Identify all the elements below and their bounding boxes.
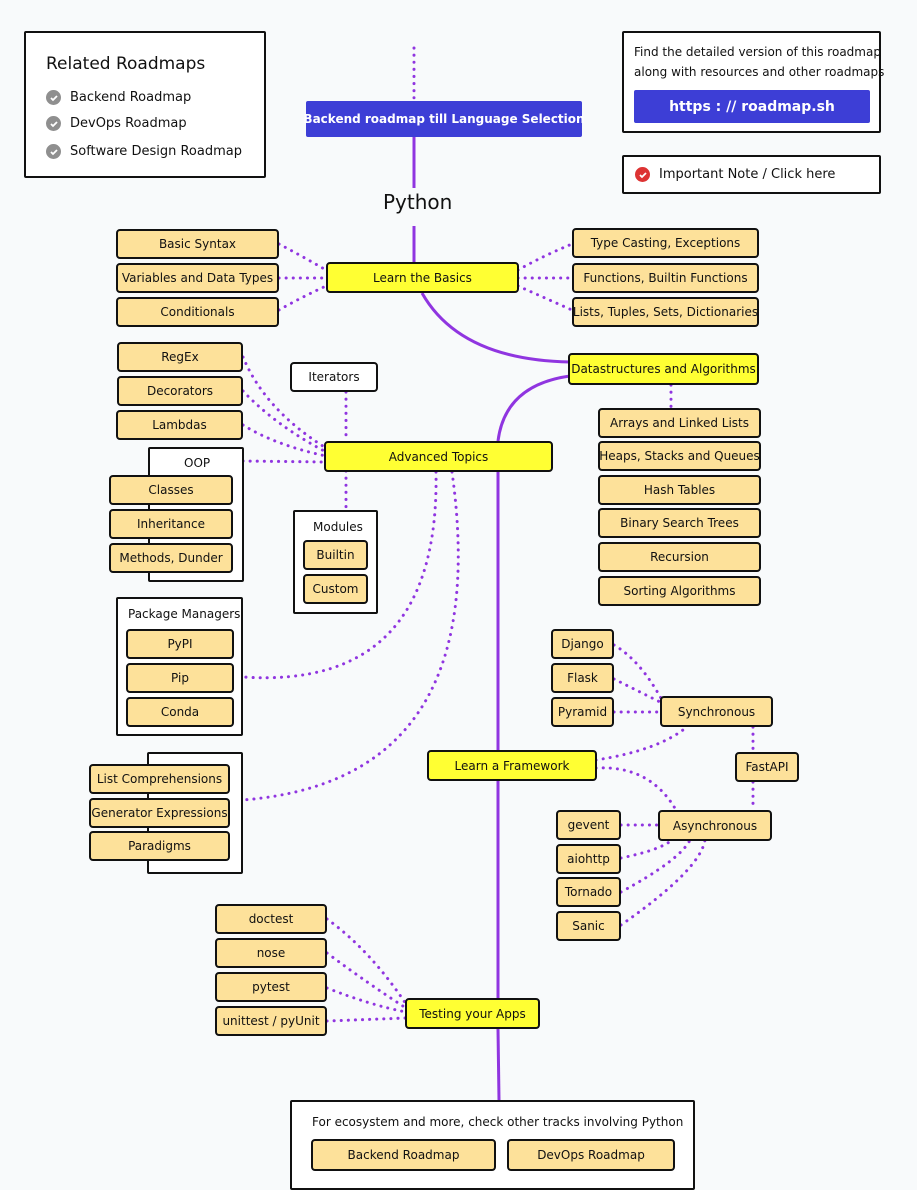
roadmap-link-button[interactable]: https : // roadmap.sh (634, 90, 870, 123)
lambdas-node[interactable]: Lambdas (116, 410, 243, 440)
conditionals-node[interactable]: Conditionals (116, 297, 279, 327)
doctest-node[interactable]: doctest (215, 904, 327, 934)
builtin-modules-node[interactable]: Builtin (303, 540, 368, 570)
related-item-devops[interactable]: DevOps Roadmap (46, 116, 187, 131)
package-managers-title: Package Managers (128, 607, 241, 621)
fastapi-node[interactable]: FastAPI (735, 752, 799, 782)
dsa-item[interactable]: Heaps, Stacks and Queues (598, 441, 761, 471)
unittest-node[interactable]: unittest / pyUnit (215, 1006, 327, 1036)
pytest-node[interactable]: pytest (215, 972, 327, 1002)
related-item-label: DevOps Roadmap (70, 116, 187, 131)
aiohttp-node[interactable]: aiohttp (556, 844, 621, 874)
methods-dunder-node[interactable]: Methods, Dunder (109, 543, 233, 573)
functions-node[interactable]: Functions, Builtin Functions (572, 263, 759, 293)
custom-modules-node[interactable]: Custom (303, 574, 368, 604)
related-roadmaps-panel (24, 31, 266, 178)
classes-node[interactable]: Classes (109, 475, 233, 505)
synchronous-node[interactable]: Synchronous (660, 696, 773, 727)
modules-title: Modules (313, 520, 363, 534)
asynchronous-node[interactable]: Asynchronous (658, 810, 772, 841)
important-note-label: Important Note / Click here (659, 167, 836, 182)
related-item-label: Software Design Roadmap (70, 144, 242, 159)
learn-basics-node[interactable]: Learn the Basics (326, 262, 519, 293)
check-icon (46, 90, 61, 105)
paradigms-node[interactable]: Paradigms (89, 831, 230, 861)
dsa-item[interactable]: Sorting Algorithms (598, 576, 761, 606)
variables-datatypes-node[interactable]: Variables and Data Types (116, 263, 279, 293)
sanic-node[interactable]: Sanic (556, 911, 621, 941)
advanced-topics-node[interactable]: Advanced Topics (324, 441, 553, 472)
iterators-node[interactable]: Iterators (290, 362, 378, 392)
important-note[interactable]: Important Note / Click here (635, 167, 835, 182)
important-note-panel[interactable] (622, 155, 881, 194)
generator-expressions-node[interactable]: Generator Expressions (89, 798, 230, 828)
conda-node[interactable]: Conda (126, 697, 234, 727)
backend-roadmap-button[interactable]: Backend Roadmap (311, 1139, 496, 1171)
nose-node[interactable]: nose (215, 938, 327, 968)
learn-framework-node[interactable]: Learn a Framework (427, 750, 597, 781)
info-line-1: Find the detailed version of this roadma… (634, 45, 881, 59)
django-node[interactable]: Django (551, 629, 614, 659)
type-casting-node[interactable]: Type Casting, Exceptions (572, 228, 759, 258)
related-item-backend[interactable]: Backend Roadmap (46, 90, 191, 105)
flask-node[interactable]: Flask (551, 663, 614, 693)
related-item-software-design[interactable]: Software Design Roadmap (46, 144, 242, 159)
info-line-2: along with resources and other roadmaps (634, 65, 885, 79)
dsa-item[interactable]: Recursion (598, 542, 761, 572)
basic-syntax-node[interactable]: Basic Syntax (116, 229, 279, 259)
gevent-node[interactable]: gevent (556, 810, 621, 840)
related-item-label: Backend Roadmap (70, 90, 192, 105)
python-title: Python (383, 190, 453, 214)
tornado-node[interactable]: Tornado (556, 877, 621, 907)
pypi-node[interactable]: PyPI (126, 629, 234, 659)
check-icon (46, 144, 61, 159)
regex-node[interactable]: RegEx (117, 342, 243, 372)
decorators-node[interactable]: Decorators (117, 376, 243, 406)
testing-apps-node[interactable]: Testing your Apps (405, 998, 540, 1029)
check-icon (46, 116, 61, 131)
oop-title: OOP (184, 456, 211, 470)
inheritance-node[interactable]: Inheritance (109, 509, 233, 539)
ecosystem-text: For ecosystem and more, check other trac… (312, 1115, 684, 1129)
backend-roadmap-start-button[interactable]: Backend roadmap till Language Selection (303, 101, 585, 137)
list-comprehensions-node[interactable]: List Comprehensions (89, 764, 230, 794)
related-roadmaps-title: Related Roadmaps (46, 54, 206, 74)
dsa-node[interactable]: Datastructures and Algorithms (568, 353, 759, 385)
devops-roadmap-button[interactable]: DevOps Roadmap (507, 1139, 675, 1171)
pip-node[interactable]: Pip (126, 663, 234, 693)
dsa-item[interactable]: Binary Search Trees (598, 508, 761, 538)
dsa-item[interactable]: Hash Tables (598, 475, 761, 505)
pyramid-node[interactable]: Pyramid (551, 697, 614, 727)
dsa-item[interactable]: Arrays and Linked Lists (598, 408, 761, 438)
check-icon (635, 167, 650, 182)
lists-tuples-node[interactable]: Lists, Tuples, Sets, Dictionaries (572, 297, 759, 327)
